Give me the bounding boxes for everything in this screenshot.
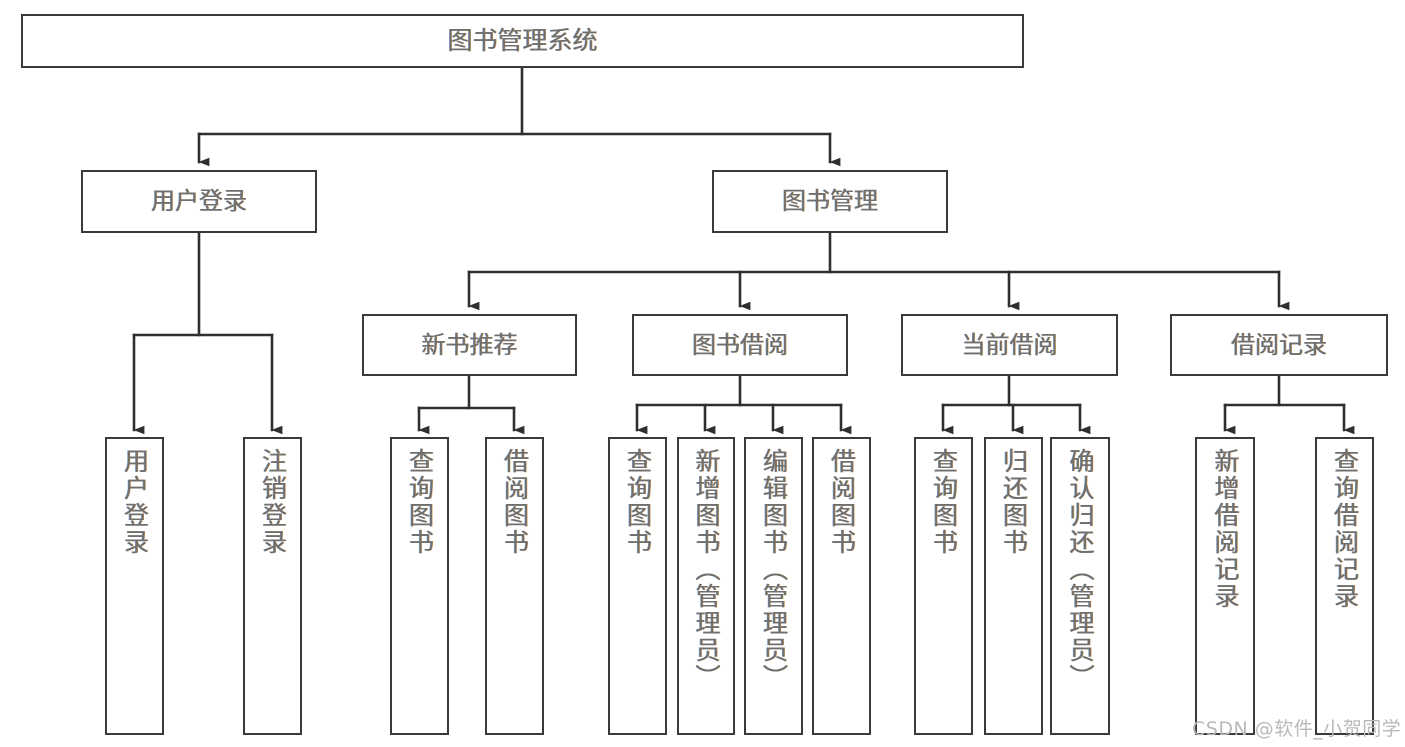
node-label: 查询图书 <box>623 448 653 556</box>
node-borrowing-records[interactable]: 借阅记录 <box>1170 314 1388 376</box>
leaf-book-borrow-edit-book-admin[interactable]: 编辑图书（管理员） <box>744 437 803 735</box>
node-book-borrowing[interactable]: 图书借阅 <box>632 314 848 376</box>
node-label: 当前借阅 <box>961 330 1058 359</box>
node-label: 编辑图书（管理员） <box>759 448 789 691</box>
node-current-borrowing[interactable]: 当前借阅 <box>901 314 1118 376</box>
node-label: 注销登录 <box>258 448 288 556</box>
node-book-management[interactable]: 图书管理 <box>712 170 948 233</box>
node-label: 确认归还（管理员） <box>1066 448 1095 691</box>
leaf-book-borrow-query-books[interactable]: 查询图书 <box>608 437 667 735</box>
node-label: 新增图书（管理员） <box>692 448 721 691</box>
node-label: 归还图书 <box>999 448 1029 556</box>
leaf-book-borrow-borrow-books[interactable]: 借阅图书 <box>812 437 871 735</box>
node-label: 查询借阅记录 <box>1330 448 1360 610</box>
node-label: 用户登录 <box>151 187 247 216</box>
node-label: 借阅记录 <box>1231 330 1327 359</box>
node-label: 查询图书 <box>929 448 959 556</box>
node-label: 新书推荐 <box>421 330 518 359</box>
node-label: 用户登录 <box>120 448 150 556</box>
node-label: 借阅图书 <box>827 448 857 556</box>
leaf-current-borrow-query-books[interactable]: 查询图书 <box>914 437 973 735</box>
leaf-user-login-sign-out[interactable]: 注销登录 <box>243 437 302 735</box>
node-user-login[interactable]: 用户登录 <box>81 170 317 233</box>
leaf-current-borrow-confirm-return-admin[interactable]: 确认归还（管理员） <box>1050 437 1110 735</box>
leaf-new-book-borrow-books[interactable]: 借阅图书 <box>485 437 544 735</box>
node-root-book-management-system[interactable]: 图书管理系统 <box>21 14 1024 68</box>
leaf-borrow-record-add-record[interactable]: 新增借阅记录 <box>1195 437 1255 735</box>
leaf-user-login-sign-in[interactable]: 用户登录 <box>105 437 164 735</box>
node-label: 图书借阅 <box>692 330 788 359</box>
node-label: 查询图书 <box>405 448 435 556</box>
leaf-current-borrow-return-books[interactable]: 归还图书 <box>984 437 1043 735</box>
leaf-borrow-record-query-record[interactable]: 查询借阅记录 <box>1315 437 1374 735</box>
leaf-book-borrow-add-book-admin[interactable]: 新增图书（管理员） <box>677 437 735 735</box>
node-label: 图书管理 <box>782 187 878 216</box>
csdn-watermark: CSDN @软件_小贺同学 <box>1192 718 1402 740</box>
node-label: 新增借阅记录 <box>1211 448 1240 610</box>
node-label: 图书管理系统 <box>447 26 598 55</box>
node-new-book-recommendation[interactable]: 新书推荐 <box>362 314 577 376</box>
leaf-new-book-query-books[interactable]: 查询图书 <box>390 437 449 735</box>
node-label: 借阅图书 <box>500 448 530 556</box>
